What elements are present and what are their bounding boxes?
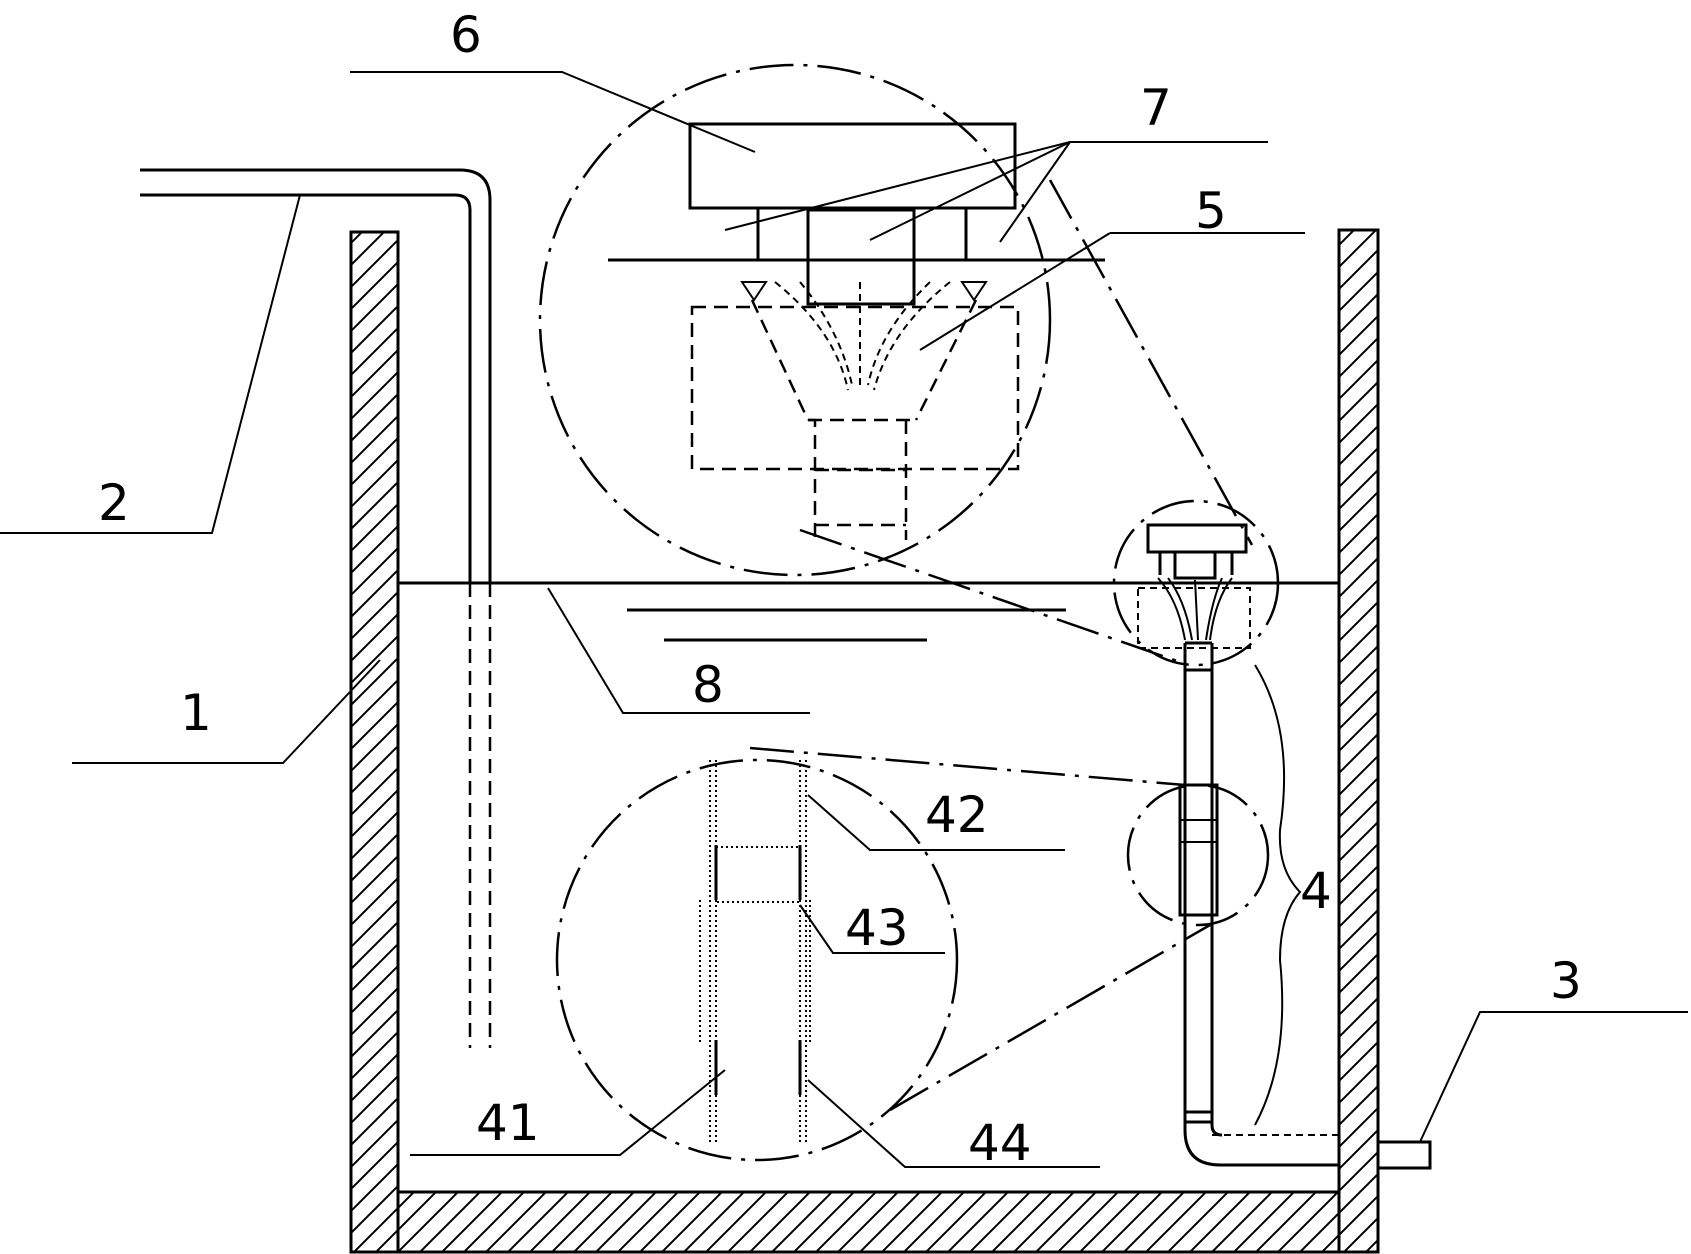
vertical-tube-assembly xyxy=(1178,641,1339,1167)
small-nozzle-head xyxy=(1137,523,1251,649)
tank-left-wall xyxy=(349,230,400,1254)
label-42: 42 xyxy=(925,786,989,844)
water-surface xyxy=(398,581,1339,642)
tube-detail-view xyxy=(555,758,959,1162)
label-43: 43 xyxy=(845,899,909,957)
outlet-pipe xyxy=(1212,1134,1432,1170)
nozzle-detail-view xyxy=(538,63,1105,577)
tank xyxy=(349,228,1380,1254)
label-3: 3 xyxy=(1550,952,1582,1010)
label-2: 2 xyxy=(98,474,130,532)
label-41: 41 xyxy=(476,1094,540,1152)
label-1: 1 xyxy=(180,684,212,742)
labels: 6 7 5 2 1 8 42 43 4 3 41 44 xyxy=(98,6,1582,1172)
label-4: 4 xyxy=(1300,862,1332,920)
label-44: 44 xyxy=(968,1114,1032,1172)
tank-right-wall xyxy=(1337,228,1380,1254)
label-8: 8 xyxy=(692,656,724,714)
label-5: 5 xyxy=(1195,182,1227,240)
label-7: 7 xyxy=(1140,79,1172,137)
leader-lines xyxy=(0,71,1688,1168)
tank-bottom-wall xyxy=(396,1190,1341,1254)
inlet-pipe xyxy=(140,168,492,1048)
small-detail-circles xyxy=(1112,499,1280,927)
top-block xyxy=(688,122,1017,210)
label-6: 6 xyxy=(450,6,482,64)
detail-connection-lines xyxy=(749,179,1254,1112)
